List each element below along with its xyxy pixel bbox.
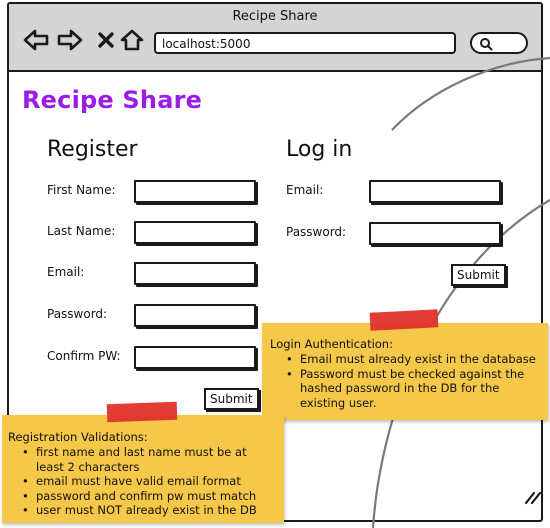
confirm-password-label: Confirm PW: — [47, 349, 121, 363]
login-auth-note-title: Login Authentication: — [270, 337, 393, 351]
list-item: user must NOT already exist in the DB — [14, 503, 278, 518]
window-title: Recipe Share — [232, 9, 318, 24]
registration-validation-note: Registration Validations: first name and… — [2, 415, 284, 523]
register-password-input[interactable] — [134, 304, 256, 327]
login-password-label: Password: — [286, 225, 347, 239]
registration-note-tape — [106, 401, 178, 423]
login-title: Log in — [286, 137, 353, 162]
first-name-label: First Name: — [47, 183, 116, 197]
last-name-input[interactable] — [134, 221, 256, 244]
login-auth-note-list: Email must already exist in the database… — [278, 352, 540, 410]
list-item: password and confirm pw must match — [14, 489, 278, 504]
search-icon — [480, 38, 493, 51]
register-submit-button[interactable]: Submit — [204, 388, 259, 410]
browser-search-box[interactable] — [470, 32, 528, 54]
address-bar[interactable]: localhost:5000 — [154, 32, 456, 54]
list-item: email must have valid email format — [14, 474, 278, 489]
resize-grip-icon[interactable] — [522, 489, 542, 505]
login-email-label: Email: — [286, 183, 324, 197]
forward-arrow-icon[interactable] — [55, 26, 85, 54]
back-arrow-icon[interactable] — [21, 26, 51, 54]
login-password-input[interactable] — [369, 222, 501, 245]
login-email-input[interactable] — [369, 180, 501, 203]
first-name-input[interactable] — [134, 180, 256, 203]
register-password-label: Password: — [47, 307, 108, 321]
register-title: Register — [47, 137, 138, 162]
register-email-input[interactable] — [134, 262, 256, 285]
confirm-password-input[interactable] — [134, 346, 256, 369]
list-item: Password must be checked against the has… — [278, 367, 540, 411]
close-x-icon[interactable] — [91, 26, 121, 54]
brand-title: Recipe Share — [22, 86, 203, 114]
login-auth-note: Login Authentication: Email must already… — [262, 323, 548, 420]
browser-chrome: Recipe Share localhost:5000 — [9, 4, 541, 72]
login-submit-button[interactable]: Submit — [451, 264, 506, 286]
home-icon[interactable] — [117, 26, 147, 54]
register-email-label: Email: — [47, 265, 85, 279]
list-item: Email must already exist in the database — [278, 352, 540, 367]
last-name-label: Last Name: — [47, 224, 116, 238]
registration-note-title: Registration Validations: — [8, 430, 148, 444]
list-item: first name and last name must be at leas… — [14, 445, 278, 474]
registration-note-list: first name and last name must be at leas… — [14, 445, 278, 518]
login-note-tape — [369, 309, 439, 331]
